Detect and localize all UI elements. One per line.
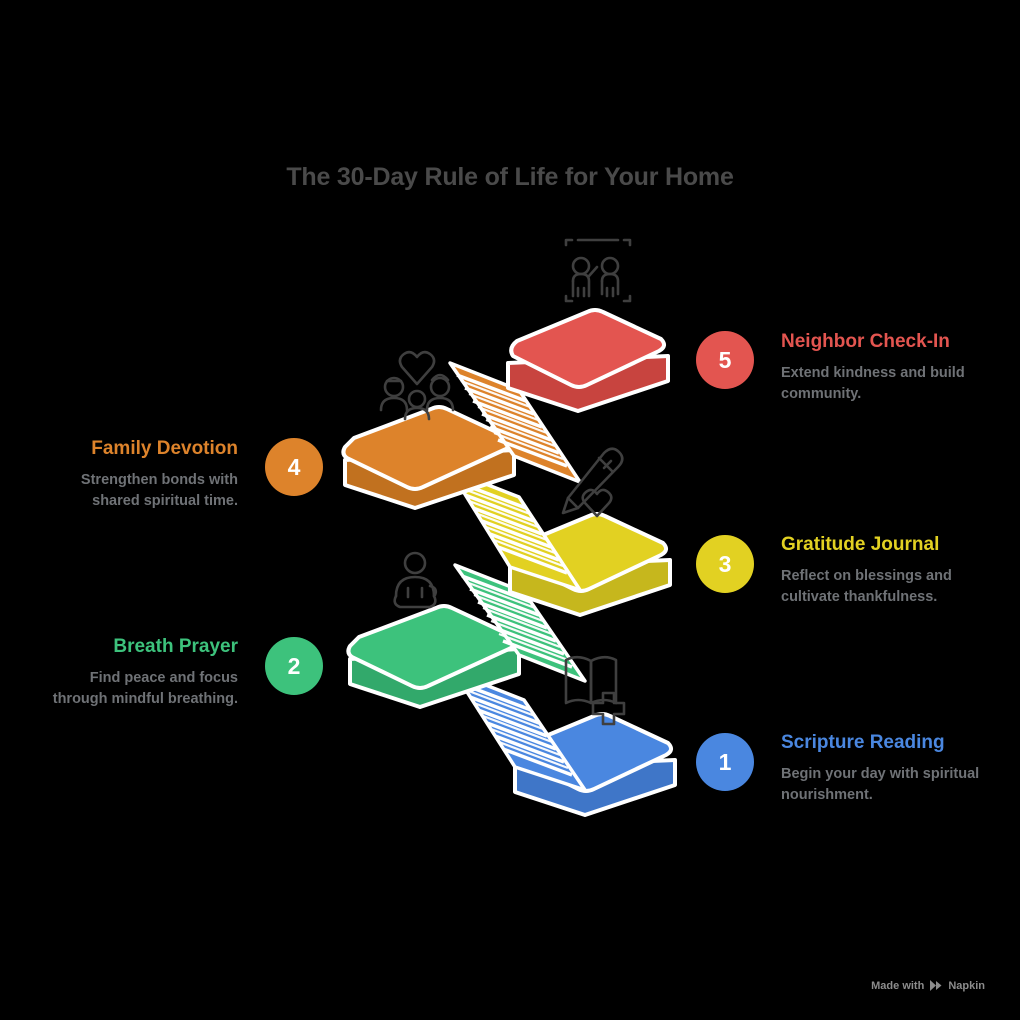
watermark-prefix: Made with xyxy=(871,979,925,992)
step-title-1: Scripture Reading xyxy=(781,732,945,753)
step-description-5: Extend kindness and build community. xyxy=(781,365,965,402)
platform-step-4 xyxy=(341,405,516,510)
step-circle-1[interactable]: 1 xyxy=(696,733,754,791)
napkin-watermark[interactable]: Made with Napkin xyxy=(871,979,985,992)
stairs-yellow xyxy=(448,468,582,592)
step-number-4: 4 xyxy=(287,453,301,480)
step-text-4: Family Devotion Strengthen bonds with sh… xyxy=(40,437,238,512)
step-number-5: 5 xyxy=(718,346,732,373)
step-description-4: Strengthen bonds with shared spiritual t… xyxy=(80,472,238,509)
step-text-2: Breath Prayer Find peace and focus throu… xyxy=(40,635,238,710)
napkin-logo-icon xyxy=(930,980,942,991)
open-book-with-cross-icon xyxy=(564,655,626,726)
step-number-1: 1 xyxy=(718,748,732,775)
step-number-3: 3 xyxy=(718,550,732,577)
step-title-5: Neighbor Check-In xyxy=(781,331,950,352)
step-text-3: Gratitude Journal Reflect on blessings a… xyxy=(781,533,981,608)
platform-step-5 xyxy=(506,308,670,413)
step-circle-5[interactable]: 5 xyxy=(696,331,754,389)
step-circle-3[interactable]: 3 xyxy=(696,535,754,593)
step-text-5: Neighbor Check-In Extend kindness and bu… xyxy=(781,330,981,405)
step-description-2: Find peace and focus through mindful bre… xyxy=(52,670,238,707)
step-number-2: 2 xyxy=(287,652,301,679)
page-title: The 30-Day Rule of Life for Your Home xyxy=(286,163,734,191)
step-circle-2[interactable]: 2 xyxy=(265,637,323,695)
family-with-heart-icon xyxy=(379,350,455,421)
step-description-3: Reflect on blessings and cultivate thank… xyxy=(781,568,952,605)
stairs-orange xyxy=(448,361,582,484)
stairs-green xyxy=(453,563,587,683)
two-neighbors-waving-icon xyxy=(564,238,632,303)
step-text-1: Scripture Reading Begin your day with sp… xyxy=(781,731,981,806)
meditating-person-icon xyxy=(393,551,438,609)
pencil-with-heart-icon xyxy=(561,447,624,518)
step-title-2: Breath Prayer xyxy=(113,636,238,657)
step-circle-4[interactable]: 4 xyxy=(265,438,323,496)
step-title-3: Gratitude Journal xyxy=(781,534,940,555)
platform-step-2 xyxy=(346,604,521,709)
step-description-1: Begin your day with spiritual nourishmen… xyxy=(781,766,980,803)
step-title-4: Family Devotion xyxy=(91,438,238,459)
stairs-blue xyxy=(453,671,587,792)
watermark-brand: Napkin xyxy=(948,979,985,992)
